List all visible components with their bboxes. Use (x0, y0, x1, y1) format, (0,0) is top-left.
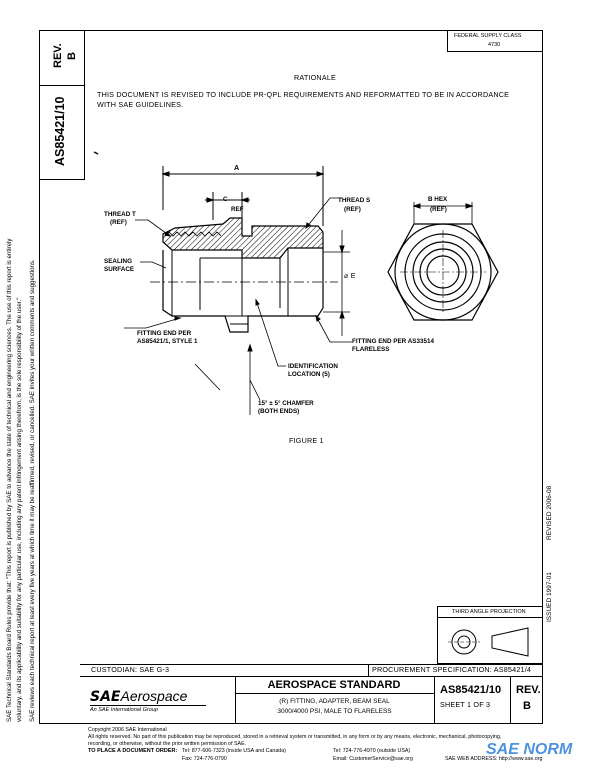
label-thread-t-ref: (REF) (110, 219, 127, 226)
label-dim-a: A (234, 163, 240, 172)
rationale-title: RATIONALE (294, 73, 337, 82)
doc-number-vertical: AS85421/10 (53, 96, 67, 166)
figure-1-drawing (93, 151, 499, 415)
tel-intl: Tel: 724-776-4970 (outside USA) (333, 748, 411, 754)
rev-box: REV. B (39, 30, 85, 86)
sheet-number: SHEET 1 OF 3 (440, 700, 491, 709)
label-dim-c-ref: REF (231, 206, 244, 213)
margin-note-1: SAE Technical Standards Board Rules prov… (6, 238, 13, 723)
label-fitting-end-t-1: FITTING END PER (137, 330, 192, 337)
rev-value: B (66, 52, 78, 60)
web-address: SAE WEB ADDRESS: http://www.sae.org (445, 756, 543, 762)
dimension-a (161, 166, 325, 226)
logo-sae-text: SAE (90, 689, 121, 705)
third-angle-projection-icon (448, 627, 529, 657)
watermark-text: SAE NORM (486, 741, 573, 758)
hex-end-view (387, 223, 499, 321)
label-b-hex-ref: (REF) (430, 206, 447, 213)
federal-supply-class-label: FEDERAL SUPPLY CLASS (454, 33, 522, 39)
label-fitting-end-t-2: AS85421/1, STYLE 1 (137, 338, 198, 345)
federal-supply-class-value: 4730 (488, 42, 501, 48)
doc-number-box: AS85421/10 (39, 86, 85, 180)
title-rev-value: B (523, 700, 531, 712)
rationale-text-line1: THIS DOCUMENT IS REVISED TO INCLUDE PR-Q… (97, 90, 510, 99)
margin-note-2: voluntary, and its applicability and sui… (16, 297, 23, 722)
tel-us: Tel: 877-606-7323 (inside USA and Canada… (182, 748, 286, 754)
label-identification: IDENTIFICATION (288, 363, 338, 370)
standard-title: AEROSPACE STANDARD (267, 679, 401, 691)
title-block: SAEAerospace An SAE International Group … (80, 676, 543, 724)
margin-note-3: SAE reviews each technical report at lea… (29, 259, 36, 722)
logo-aerospace-text: Aerospace (120, 688, 188, 704)
rights-line2: recording, or otherwise, without the pri… (88, 741, 247, 747)
issued-date: ISSUED 1997-01 (546, 572, 553, 622)
rationale-text-line2: WITH SAE GUIDELINES. (97, 100, 184, 109)
rights-line1: All rights reserved. No part of this pub… (88, 734, 502, 740)
custodian: CUSTODIAN: SAE G-3 (91, 665, 170, 674)
revised-date: REVISED 2006-08 (546, 485, 553, 540)
description-line2: 3000/4000 PSI, MALE TO FLARELESS (277, 708, 392, 715)
figure-caption: FIGURE 1 (289, 436, 324, 445)
label-chamfer-both-ends: (BOTH ENDS) (258, 408, 300, 415)
email: Email: CustomerService@sae.org (333, 756, 413, 762)
sae-aerospace-logo: SAEAerospace (90, 688, 187, 706)
drawing-frame (39, 30, 543, 724)
sae-norm-watermark: SAE NORM (486, 741, 596, 763)
label-identification-location: LOCATION (5) (288, 371, 330, 378)
procurement-spec: PROCUREMENT SPECIFICATION: AS85421/4 (372, 665, 532, 674)
label-dia-e: ⌀ E (344, 271, 356, 280)
label-thread-s: THREAD S (338, 197, 371, 204)
order-label: TO PLACE A DOCUMENT ORDER: (88, 748, 178, 754)
projection-label: THIRD ANGLE PROJECTION (452, 609, 526, 615)
label-b-hex: B HEX (428, 196, 448, 203)
label-thread-t: THREAD T (104, 211, 136, 218)
rev-label: REV. (52, 43, 64, 68)
projection-box: THIRD ANGLE PROJECTION (437, 606, 543, 664)
title-rev-label: REV. (516, 684, 541, 696)
fax: Fax: 724-776-0790 (182, 756, 227, 762)
label-sealing: SEALING (104, 258, 132, 265)
label-fitting-end-s-1: FITTING END PER AS33514 (352, 338, 434, 345)
label-dim-c: C (223, 196, 228, 203)
copyright: Copyright 2006 SAE International (88, 727, 167, 733)
label-fitting-end-s-2: FLARELESS (352, 346, 390, 353)
label-thread-s-ref: (REF) (344, 206, 361, 213)
label-chamfer: 15° ± 5° CHAMFER (258, 400, 314, 407)
logo-subtitle: An SAE International Group (90, 707, 158, 713)
title-doc-number: AS85421/10 (440, 684, 502, 696)
description-line1: (R) FITTING, ADAPTER, BEAM SEAL (279, 698, 390, 705)
label-sealing-surface: SURFACE (104, 266, 135, 273)
federal-supply-class-box: FEDERAL SUPPLY CLASS 4730 (447, 30, 543, 52)
